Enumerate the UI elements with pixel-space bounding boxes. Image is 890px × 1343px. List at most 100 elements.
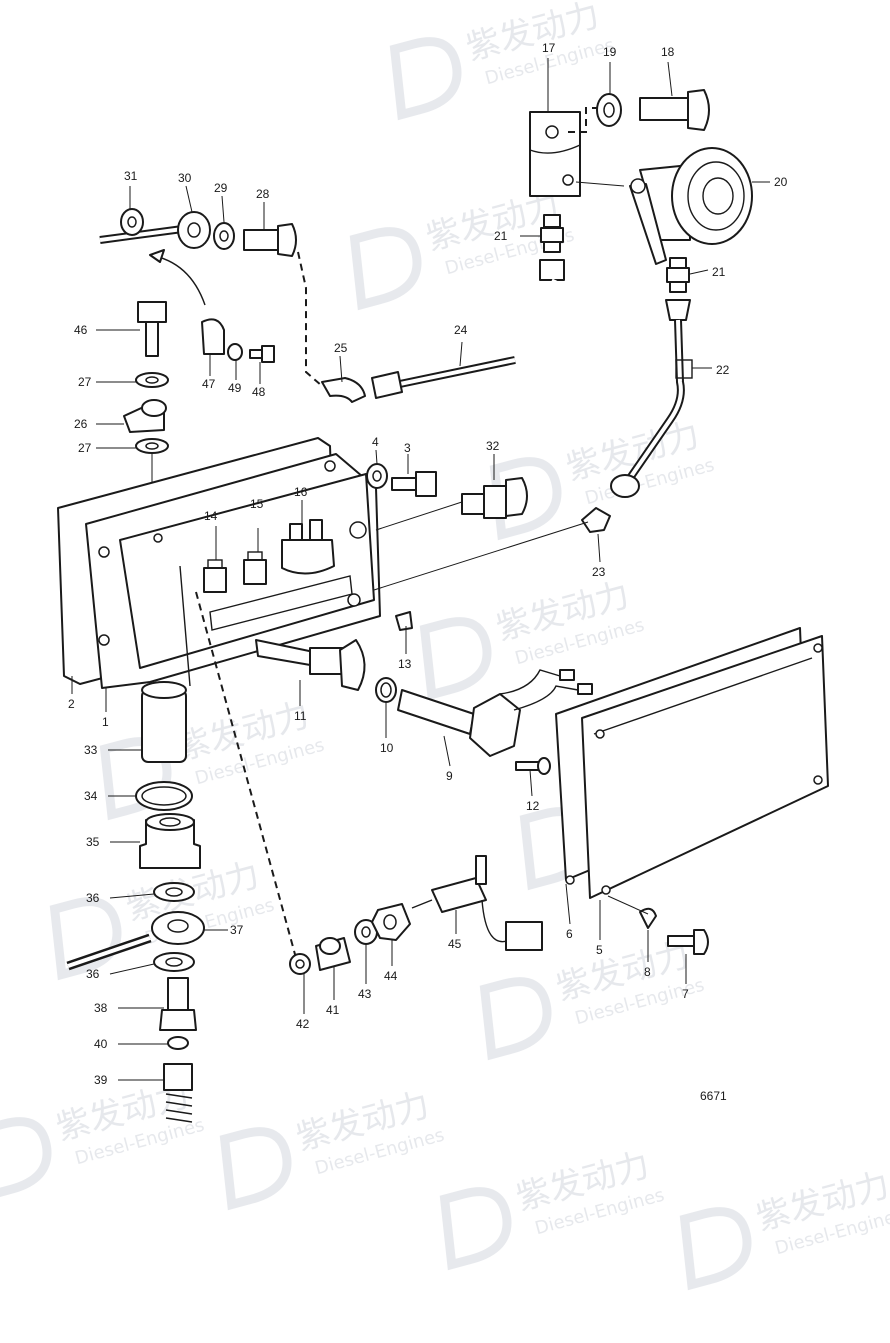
o-ring-34: [135, 781, 193, 811]
callout-3: 3: [404, 441, 411, 455]
callout-36b: 36: [86, 967, 100, 981]
bolt-path-dashed: [568, 107, 600, 133]
banjo-fitting-26: [123, 399, 167, 433]
watermark-tile: 紫发动力 Diesel-Engines: [479, 935, 707, 1061]
sensor-45: [411, 855, 543, 951]
nipple-23: [581, 507, 611, 533]
sleeve-33: [141, 681, 187, 763]
fuel-pipe-24: [371, 259, 576, 399]
watermark-logo-icon: [479, 977, 552, 1061]
watermark-tile: 紫发动力 Diesel-Engines: [679, 1165, 890, 1291]
callout-46: 46: [74, 323, 88, 337]
callout-37: 37: [230, 923, 244, 937]
union-fitting-21-right: [666, 257, 690, 293]
connector-41: [315, 937, 351, 971]
callout-12: 12: [526, 799, 540, 813]
callout-33: 33: [84, 743, 98, 757]
watermark-logo-icon: [419, 617, 492, 701]
routing-arrow-icon: [149, 254, 206, 306]
callout-45: 45: [448, 937, 462, 951]
callout-40: 40: [94, 1037, 108, 1051]
callout-31: 31: [124, 169, 138, 183]
watermark-tile: 紫发动力 Diesel-Engines: [389, 0, 617, 121]
callout-19: 19: [603, 45, 617, 59]
spring-valve-39: [163, 1063, 193, 1123]
guide-line: [373, 521, 589, 591]
callout-9: 9: [446, 769, 453, 783]
washer-42: [289, 953, 311, 975]
callout-8: 8: [644, 965, 651, 979]
callout-23: 23: [592, 565, 606, 579]
callout-11: 11: [294, 709, 307, 723]
plug-13: [395, 611, 413, 631]
banjo-bolt-38: [159, 977, 197, 1031]
wire-path-dashed: [195, 591, 297, 959]
callout-27a: 27: [78, 375, 92, 389]
watermark-logo-icon: [219, 1127, 292, 1211]
leader-lines: [71, 58, 770, 1081]
callout-5: 5: [596, 943, 603, 957]
callout-22: 22: [716, 363, 730, 377]
washer-29: [213, 222, 235, 250]
callout-13: 13: [398, 657, 412, 671]
callout-20: 20: [774, 175, 788, 189]
watermark-tile: 紫发动力 Diesel-Engines: [419, 575, 647, 701]
guide-line: [607, 895, 649, 915]
banjo-bolt-28: [243, 223, 297, 257]
sensor-15: [243, 551, 267, 585]
watermark-logo-icon: [489, 457, 562, 541]
watermark-logo-icon: [99, 737, 172, 821]
sensor-14: [203, 559, 227, 593]
washer-8: [639, 907, 657, 929]
watermark-tile: 紫发动力 Diesel-Engines: [349, 185, 577, 311]
watermark-tile: 紫发动力 Diesel-Engines: [0, 1075, 207, 1201]
washer-27-top: [135, 372, 169, 388]
callout-47: 47: [202, 377, 216, 391]
screw-7: [667, 929, 709, 955]
solenoid-9: [397, 669, 593, 757]
callout-4: 4: [372, 435, 379, 449]
fuel-pipe-22: [610, 299, 693, 498]
washer-36-bottom: [153, 952, 195, 972]
drawing-number: 6671: [700, 1089, 727, 1103]
callout-32: 32: [486, 439, 500, 453]
callout-16: 16: [294, 485, 308, 499]
clamp-47: [201, 318, 225, 355]
screw-12: [515, 757, 551, 775]
callout-44: 44: [384, 969, 398, 983]
callout-27b: 27: [78, 441, 92, 455]
washer-19: [596, 93, 622, 127]
callout-28: 28: [256, 187, 270, 201]
watermark-logo-icon: [439, 1187, 512, 1271]
callout-41: 41: [326, 1003, 340, 1017]
callout-29: 29: [214, 181, 228, 195]
washer-27-bottom: [135, 438, 169, 454]
switch-16: [281, 519, 335, 575]
callout-42: 42: [296, 1017, 310, 1031]
screw-3: [391, 471, 437, 497]
callout-6: 6: [566, 927, 573, 941]
callout-43: 43: [358, 987, 372, 1001]
distribution-block-17: [529, 111, 581, 197]
washer-31: [120, 208, 144, 236]
pipe-path-dashed: [297, 251, 323, 387]
callout-38: 38: [94, 1001, 108, 1015]
callout-36a: 36: [86, 891, 100, 905]
callout-10: 10: [380, 741, 394, 755]
callout-7: 7: [682, 987, 689, 1001]
elbow-fitting-25: [321, 377, 366, 403]
pipe-30: [99, 211, 211, 249]
callout-49: 49: [228, 381, 242, 395]
shaft-11: [255, 639, 366, 691]
o-ring-10: [375, 677, 397, 703]
watermark-logo-icon: [349, 227, 422, 311]
watermark-logo-icon: [679, 1207, 752, 1291]
callout-17: 17: [542, 41, 556, 55]
union-fitting-21-left: [540, 214, 564, 253]
callout-35: 35: [86, 835, 100, 849]
washer-49: [227, 343, 243, 361]
callout-39: 39: [94, 1073, 108, 1087]
washer-40: [167, 1036, 189, 1050]
